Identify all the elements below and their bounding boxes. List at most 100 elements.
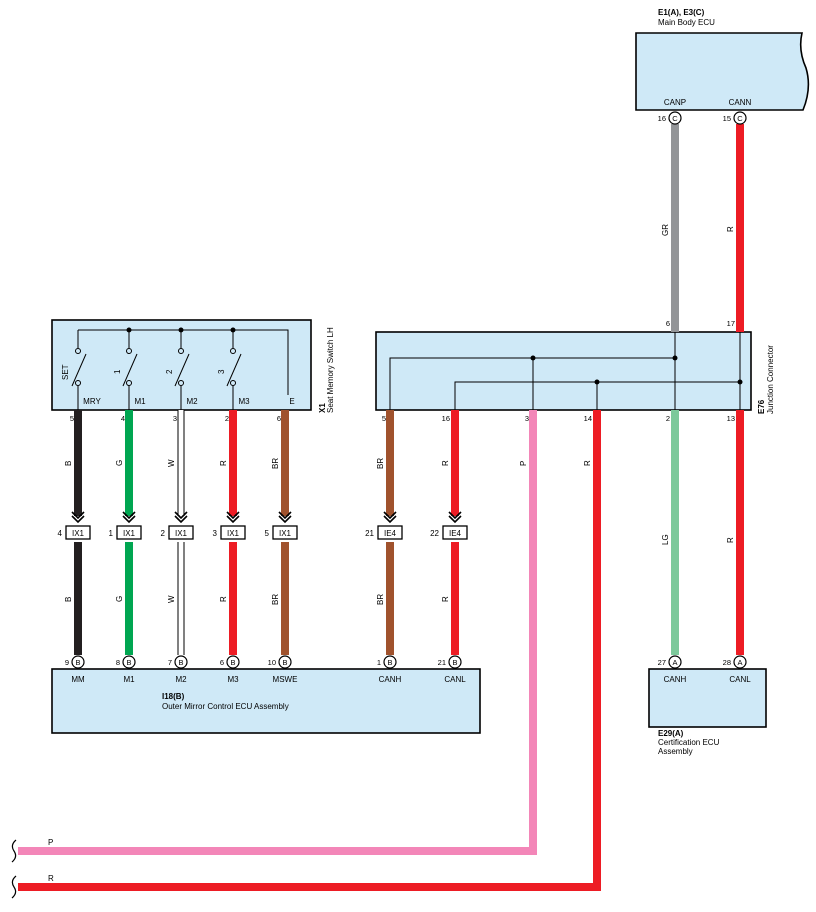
wire-r-long	[18, 410, 601, 891]
switch-3	[226, 330, 242, 410]
cert-ecu-name-line2: Assembly	[658, 747, 693, 756]
pin-num: 16	[442, 414, 450, 423]
main-body-ecu-box	[635, 32, 810, 111]
main-body-ecu-name: Main Body ECU	[658, 18, 715, 27]
connector-num: 21	[365, 529, 374, 538]
connector-num: 1	[109, 529, 114, 538]
connector-num: 5	[265, 529, 270, 538]
pin-num: 10	[268, 658, 276, 667]
pin-num: 17	[727, 319, 735, 328]
connector-num: 4	[58, 529, 63, 538]
wire-label: G	[115, 460, 124, 466]
wire-label: BR	[376, 458, 385, 469]
junction-name: Junction Connector	[766, 345, 775, 414]
terminal-label-m3: M3	[238, 397, 250, 406]
pin-conn: A	[737, 658, 742, 667]
pin-conn: C	[737, 114, 743, 123]
switch-1	[122, 330, 138, 410]
connector-id: IX1	[72, 529, 85, 538]
pin-num: 15	[723, 114, 731, 123]
terminal-label-e: E	[289, 397, 294, 406]
pin-label: CANH	[379, 675, 402, 684]
junction-code: E76	[757, 399, 766, 414]
certification-ecu: CANH CANL E29(A) Certification ECU Assem…	[648, 668, 767, 756]
pin-num: 2	[225, 414, 229, 423]
wire-break-mark	[11, 875, 17, 899]
switch-set	[71, 330, 87, 410]
pin-circles: C C 16 15 B B B B B B B 9 8 7 6 10 1 21 …	[65, 111, 747, 669]
wire-label: BR	[271, 458, 280, 469]
connector-num: 22	[430, 529, 439, 538]
chevron-icon	[71, 511, 462, 524]
pin-label: M2	[175, 675, 187, 684]
connector-id: IX1	[227, 529, 240, 538]
wire-label: R	[219, 596, 228, 602]
pin-conn: B	[230, 658, 235, 667]
cert-ecu-name-line1: Certification ECU	[658, 738, 720, 747]
pin-conn: B	[387, 658, 392, 667]
seat-switch-name: Seat Memory Switch LH	[326, 327, 335, 413]
wire-label: R	[441, 460, 450, 466]
connector-id: IX1	[279, 529, 292, 538]
pin-conn: B	[126, 658, 131, 667]
wire-label: R	[583, 460, 592, 466]
pin-num: 6	[666, 319, 670, 328]
connector-num: 3	[213, 529, 218, 538]
pin-num: 3	[525, 414, 529, 423]
wires	[18, 124, 744, 891]
cert-ecu-code: E29(A)	[658, 729, 684, 738]
switch-bus-line	[78, 329, 289, 395]
pin-label: M1	[123, 675, 135, 684]
pin-label: CANL	[729, 675, 751, 684]
pin-label: MSWE	[273, 675, 298, 684]
wire-label: R	[441, 596, 450, 602]
outer-mirror-ecu-name: Outer Mirror Control ECU Assembly	[162, 702, 289, 711]
wire-p-long	[18, 410, 537, 855]
junction-box	[375, 331, 752, 411]
pin-num: 28	[723, 658, 731, 667]
pin-label-cann: CANN	[729, 98, 752, 107]
outer-mirror-ecu: MM M1 M2 M3 MSWE CANH CANL I18(B) Outer …	[51, 668, 481, 734]
wire-label: B	[64, 597, 73, 602]
pin-num: 27	[658, 658, 666, 667]
cert-ecu-box	[648, 668, 767, 728]
connector-id: IE4	[384, 529, 397, 538]
pin-num: 21	[438, 658, 446, 667]
pin-label: M3	[227, 675, 239, 684]
wire-label: B	[64, 461, 73, 466]
seat-memory-switch: SET 1 2 3 MRY M1 M2 M3 E X1 Seat Memory …	[51, 319, 335, 423]
wire-break-mark	[11, 839, 17, 863]
wire-label: R	[726, 537, 735, 543]
terminal-label-mry: MRY	[83, 397, 101, 406]
switch-label-3: 3	[217, 369, 226, 374]
terminal-label-m2: M2	[186, 397, 198, 406]
wire-color-labels: GR R B G W R BR B G W R BR BR R BR R P R…	[48, 224, 735, 883]
wire-label: R	[726, 226, 735, 232]
wire-label: GR	[661, 224, 670, 236]
connector-id: IX1	[123, 529, 136, 538]
pin-num: 2	[666, 414, 670, 423]
wire-label: BR	[376, 594, 385, 605]
pin-num: 1	[377, 658, 381, 667]
pin-conn: C	[672, 114, 678, 123]
pin-num: 5	[70, 414, 74, 423]
main-body-ecu-code: E1(A), E3(C)	[658, 8, 705, 17]
switch-2	[174, 330, 190, 410]
pin-num: 5	[382, 414, 386, 423]
pin-num: 9	[65, 658, 69, 667]
pin-label: CANH	[664, 675, 687, 684]
pin-num: 14	[584, 414, 592, 423]
connector-num: 2	[161, 529, 166, 538]
pin-conn: B	[75, 658, 80, 667]
junction-connector: 6 17 5 16 3 14 2 13 E76 Junction Connect…	[375, 319, 775, 423]
pin-num: 6	[220, 658, 224, 667]
wire-label: BR	[271, 594, 280, 605]
main-body-ecu: E1(A), E3(C) Main Body ECU CANP CANN	[635, 8, 810, 111]
pin-num: 16	[658, 114, 666, 123]
seat-switch-code: X1	[318, 403, 327, 413]
wire-label: P	[519, 461, 528, 466]
connector-id: IE4	[449, 529, 462, 538]
switch-label-1: 1	[113, 369, 122, 374]
outer-mirror-ecu-box	[51, 668, 481, 734]
pin-label: CANL	[444, 675, 466, 684]
